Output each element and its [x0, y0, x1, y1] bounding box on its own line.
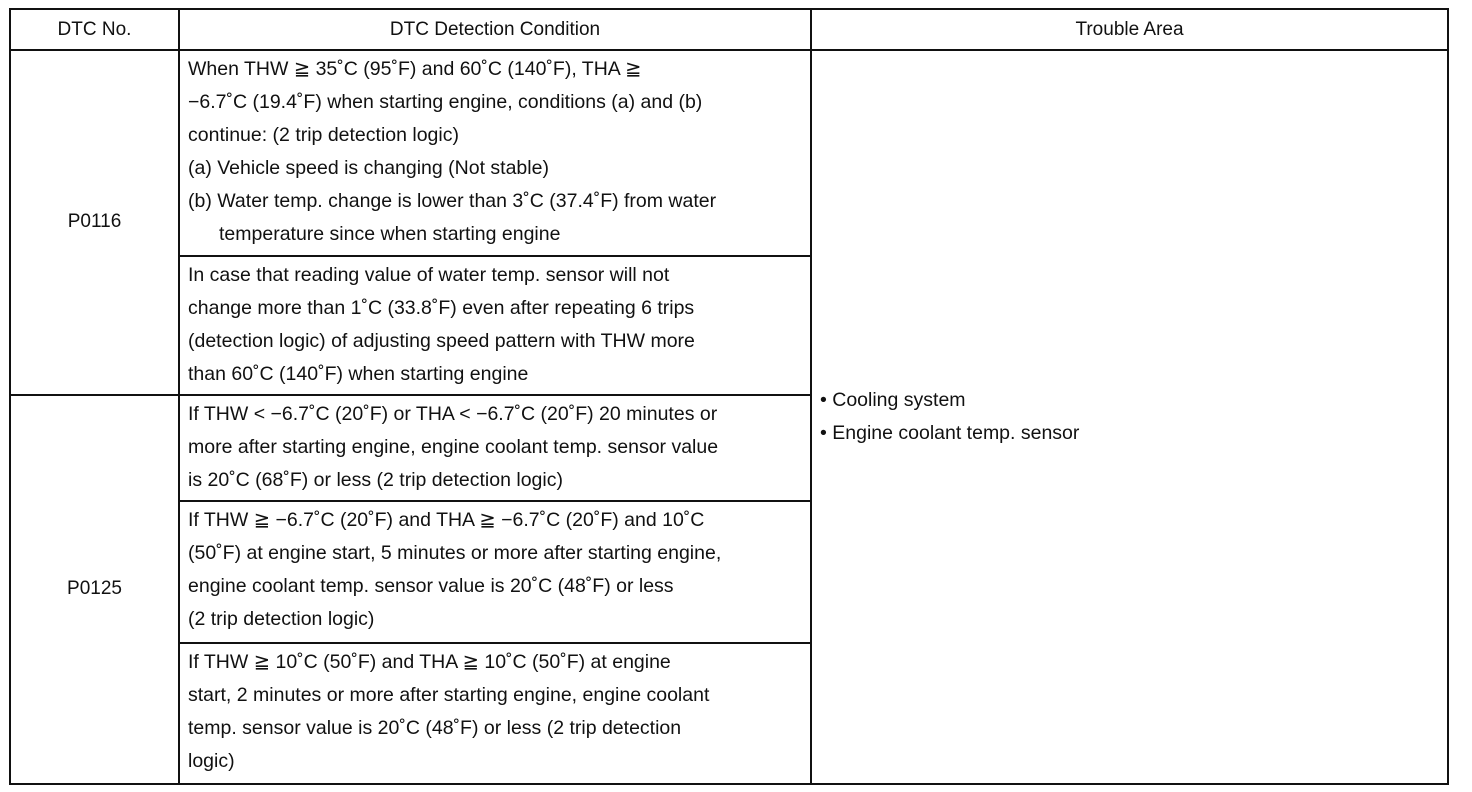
- condition-line: −6.7˚C (19.4˚F) when starting engine, co…: [188, 91, 703, 113]
- condition-line: (b) Water temp. change is lower than 3˚C…: [188, 190, 717, 212]
- condition-line: change more than 1˚C (33.8˚F) even after…: [188, 297, 695, 320]
- condition-cell: If THW < −6.7˚C (20˚F) or THA < −6.7˚C (…: [178, 393, 812, 503]
- dtc-code-p0125: P0125: [9, 393, 180, 786]
- condition-line: temp. sensor value is 20˚C (48˚F) or les…: [188, 717, 682, 740]
- condition-line: is 20˚C (68˚F) or less (2 trip detection…: [188, 468, 563, 491]
- condition-cell: When THW ≧ 35˚C (95˚F) and 60˚C (140˚F),…: [178, 48, 812, 258]
- condition-cell: If THW ≧ −6.7˚C (20˚F) and THA ≧ −6.7˚C …: [178, 500, 812, 645]
- condition-line: If THW ≧ −6.7˚C (20˚F) and THA ≧ −6.7˚C …: [188, 509, 705, 532]
- condition-line: logic): [188, 750, 235, 773]
- condition-line: (50˚F) at engine start, 5 minutes or mor…: [188, 542, 722, 565]
- header-row: DTC No. DTC Detection Condition Trouble …: [9, 8, 1449, 51]
- table-row: If THW ≧ 10˚C (50˚F) and THA ≧ 10˚C (50˚…: [10, 642, 1448, 785]
- condition-line: temperature since when starting engine: [219, 223, 561, 245]
- condition-line: (2 trip detection logic): [188, 608, 375, 631]
- condition-line: If THW < −6.7˚C (20˚F) or THA < −6.7˚C (…: [188, 402, 718, 425]
- condition-line: than 60˚C (140˚F) when starting engine: [188, 363, 529, 386]
- trouble-area-item: • Cooling system: [820, 389, 966, 411]
- condition-line: When THW ≧ 35˚C (95˚F) and 60˚C (140˚F),…: [188, 58, 642, 80]
- trouble-area-item: • Engine coolant temp. sensor: [820, 422, 1080, 444]
- header-trouble-area: Trouble Area: [810, 8, 1449, 51]
- header-dtc-no: DTC No.: [9, 8, 180, 51]
- dtc-code-p0116: P0116: [9, 49, 180, 396]
- condition-cell: If THW ≧ 10˚C (50˚F) and THA ≧ 10˚C (50˚…: [178, 642, 812, 785]
- condition-line: (detection logic) of adjusting speed pat…: [188, 330, 695, 353]
- table-row: In case that reading value of water temp…: [10, 255, 1448, 396]
- condition-line: If THW ≧ 10˚C (50˚F) and THA ≧ 10˚C (50˚…: [188, 651, 671, 674]
- condition-line: start, 2 minutes or more after starting …: [188, 684, 710, 707]
- condition-line: (a) Vehicle speed is changing (Not stabl…: [188, 157, 549, 179]
- condition-line: more after starting engine, engine coola…: [188, 435, 719, 458]
- table-row: If THW ≧ −6.7˚C (20˚F) and THA ≧ −6.7˚C …: [10, 500, 1448, 645]
- condition-cell: In case that reading value of water temp…: [178, 255, 812, 396]
- header-detection-condition: DTC Detection Condition: [178, 8, 812, 51]
- table-row: P0116 When THW ≧ 35˚C (95˚F) and 60˚C (1…: [9, 48, 1449, 785]
- trouble-area-cell: • Cooling system • Engine coolant temp. …: [810, 49, 1449, 785]
- condition-line: In case that reading value of water temp…: [188, 264, 670, 287]
- condition-line: continue: (2 trip detection logic): [188, 124, 459, 146]
- dtc-table: DTC No. DTC Detection Condition Trouble …: [9, 8, 1449, 786]
- condition-line: engine coolant temp. sensor value is 20˚…: [188, 575, 674, 598]
- table-row: P0125 If THW < −6.7˚C (20˚F) or THA < −6…: [9, 393, 1448, 786]
